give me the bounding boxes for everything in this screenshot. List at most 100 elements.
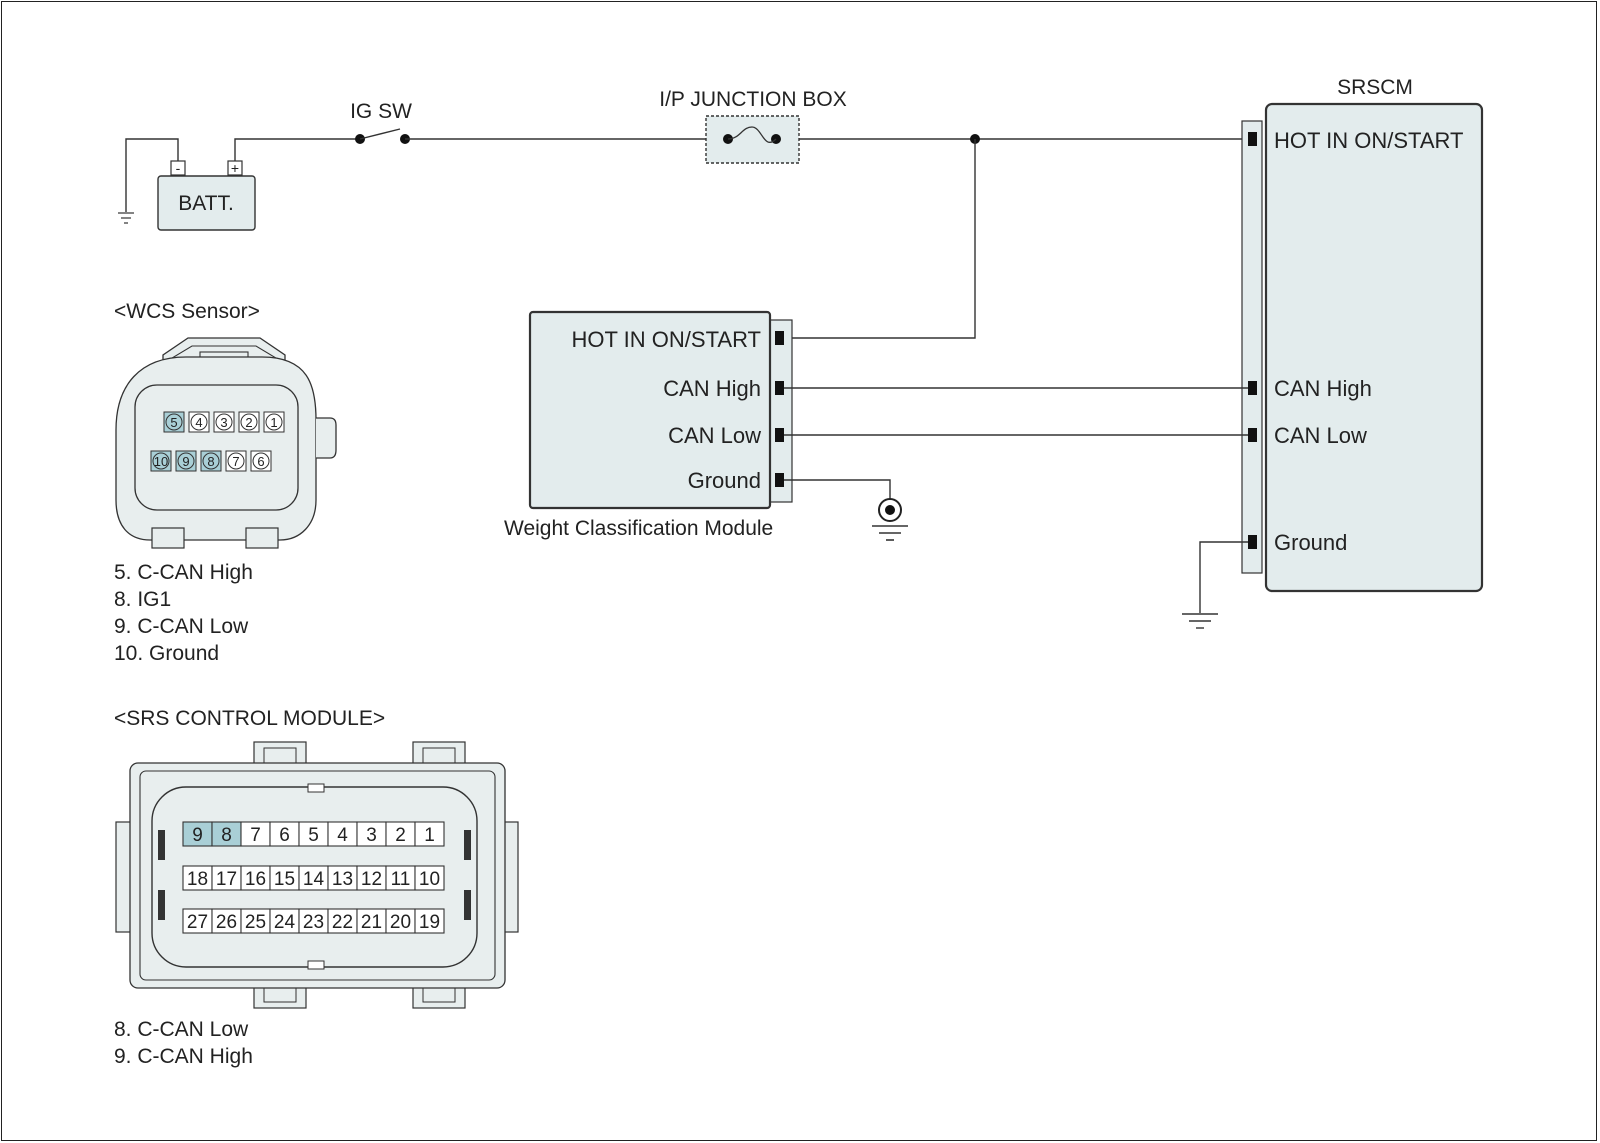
wcs-pin-label: 10 bbox=[154, 454, 168, 469]
srs-pin-label: 20 bbox=[390, 912, 411, 933]
splice-to-wcm-wire bbox=[789, 139, 976, 339]
srs-pin-19: 19 bbox=[414, 908, 445, 934]
srs-pin-1: 1 bbox=[414, 821, 445, 847]
srs-pin-22: 22 bbox=[327, 908, 358, 934]
srs-legend-line: 9. C-CAN High bbox=[114, 1045, 253, 1068]
srs-pin-label: 4 bbox=[337, 825, 348, 846]
srs-pin-26: 26 bbox=[211, 908, 242, 934]
srs-pin-23: 23 bbox=[298, 908, 329, 934]
srs-pin-label: 6 bbox=[279, 825, 290, 846]
srs-pin-27: 27 bbox=[182, 908, 213, 934]
srs-pin-13: 13 bbox=[327, 865, 358, 891]
srs-pin-21: 21 bbox=[356, 908, 387, 934]
wcs-pin-7: 7 bbox=[225, 450, 247, 472]
wcm-pin-can-low: CAN Low bbox=[668, 423, 761, 448]
srscm-title: SRSCM bbox=[1337, 76, 1413, 99]
weight-classification-module: HOT IN ON/START CAN High CAN Low Ground … bbox=[504, 310, 793, 540]
wcs-pin-9: 9 bbox=[175, 450, 197, 472]
wcs-sensor-title: <WCS Sensor> bbox=[114, 300, 260, 323]
srs-pin-label: 25 bbox=[245, 912, 266, 933]
wcs-pin-5: 5 bbox=[163, 411, 185, 433]
ig-switch-label: IG SW bbox=[350, 100, 412, 123]
ig-switch: IG SW bbox=[350, 100, 412, 144]
srscm-connector-strip bbox=[1241, 120, 1263, 574]
ground-icon bbox=[118, 212, 134, 224]
wcs-pin-label: 5 bbox=[170, 415, 177, 430]
srscm-module: SRSCM HOT IN ON/START CAN High CAN Low G… bbox=[1241, 76, 1484, 593]
junction-box-label: I/P JUNCTION BOX bbox=[659, 88, 846, 111]
srs-pin-2: 2 bbox=[385, 821, 416, 847]
srs-pin-17: 17 bbox=[211, 865, 242, 891]
wcm-ground-wire bbox=[784, 479, 891, 499]
srs-pin-25: 25 bbox=[240, 908, 271, 934]
srs-pin-label: 18 bbox=[187, 869, 208, 890]
battery-minus-label: - bbox=[176, 160, 181, 176]
srs-pin-label: 23 bbox=[303, 912, 324, 933]
fuse-icon bbox=[727, 126, 777, 143]
srs-module-title: <SRS CONTROL MODULE> bbox=[114, 707, 385, 730]
srs-pin-4: 4 bbox=[327, 821, 358, 847]
srs-pin-label: 24 bbox=[274, 912, 296, 933]
srs-pin-label: 16 bbox=[245, 869, 266, 890]
srs-pin-label: 21 bbox=[361, 912, 382, 933]
wcs-pin-label: 1 bbox=[270, 415, 277, 430]
wcs-legend-line: 10. Ground bbox=[114, 642, 219, 665]
wcs-legend-line: 8. IG1 bbox=[114, 588, 171, 611]
srscm-pin-ground: Ground bbox=[1274, 530, 1347, 555]
wcs-pin-3: 3 bbox=[213, 411, 235, 433]
srs-pin-3: 3 bbox=[356, 821, 387, 847]
srscm-pin-can-low: CAN Low bbox=[1274, 423, 1367, 448]
wcm-pin-ground: Ground bbox=[688, 468, 761, 493]
wcs-pin-2: 2 bbox=[238, 411, 260, 433]
srs-pin-label: 19 bbox=[419, 912, 440, 933]
srs-pin-10: 10 bbox=[414, 865, 445, 891]
srs-pin-label: 26 bbox=[216, 912, 237, 933]
wcs-sensor-connector bbox=[115, 337, 337, 549]
srs-pin-16: 16 bbox=[240, 865, 271, 891]
wcs-legend-line: 5. C-CAN High bbox=[114, 561, 253, 584]
srs-pin-11: 11 bbox=[385, 865, 416, 891]
srs-pin-label: 3 bbox=[366, 825, 377, 846]
srs-pin-12: 12 bbox=[356, 865, 387, 891]
srs-pin-8: 8 bbox=[211, 821, 242, 847]
srs-pin-20: 20 bbox=[385, 908, 416, 934]
srs-pin-7: 7 bbox=[240, 821, 271, 847]
wcs-pin-label: 2 bbox=[245, 415, 252, 430]
chassis-ground-icon bbox=[872, 498, 908, 541]
wcs-pin-label: 9 bbox=[182, 454, 189, 469]
srs-pin-label: 7 bbox=[250, 825, 261, 846]
wcs-pin-label: 4 bbox=[195, 415, 202, 430]
srs-pin-label: 15 bbox=[274, 869, 295, 890]
srs-pin-label: 10 bbox=[419, 869, 440, 890]
wcm-pin-hot: HOT IN ON/START bbox=[572, 327, 761, 352]
srs-pin-18: 18 bbox=[182, 865, 213, 891]
srs-legend-line: 8. C-CAN Low bbox=[114, 1018, 249, 1041]
srs-pin-label: 22 bbox=[332, 912, 353, 933]
wcs-pin-8: 8 bbox=[200, 450, 222, 472]
wcs-pin-label: 6 bbox=[257, 454, 264, 469]
srs-pin-24: 24 bbox=[269, 908, 300, 934]
srs-pin-label: 17 bbox=[216, 869, 237, 890]
srs-pin-label: 12 bbox=[361, 869, 382, 890]
srs-pin-9: 9 bbox=[182, 821, 213, 847]
wcm-caption: Weight Classification Module bbox=[504, 517, 773, 540]
wcs-pin-label: 8 bbox=[207, 454, 214, 469]
ground-icon bbox=[1182, 613, 1218, 629]
battery-plus-label: + bbox=[231, 160, 239, 176]
wcm-pin-can-high: CAN High bbox=[663, 376, 761, 401]
srs-pin-label: 11 bbox=[391, 869, 411, 890]
srscm-ground-wire bbox=[1199, 541, 1248, 613]
wcs-pin-10: 10 bbox=[150, 450, 172, 472]
wcs-pin-6: 6 bbox=[250, 450, 272, 472]
wcs-pin-4: 4 bbox=[188, 411, 210, 433]
srs-pin-5: 5 bbox=[298, 821, 329, 847]
battery-ground-wire bbox=[125, 138, 179, 212]
battery-label: BATT. bbox=[178, 192, 234, 215]
srs-pin-6: 6 bbox=[269, 821, 300, 847]
srs-pin-label: 14 bbox=[303, 869, 325, 890]
junction-box: I/P JUNCTION BOX bbox=[659, 88, 847, 164]
wcs-pin-label: 7 bbox=[232, 454, 239, 469]
srs-pin-label: 5 bbox=[308, 825, 319, 846]
